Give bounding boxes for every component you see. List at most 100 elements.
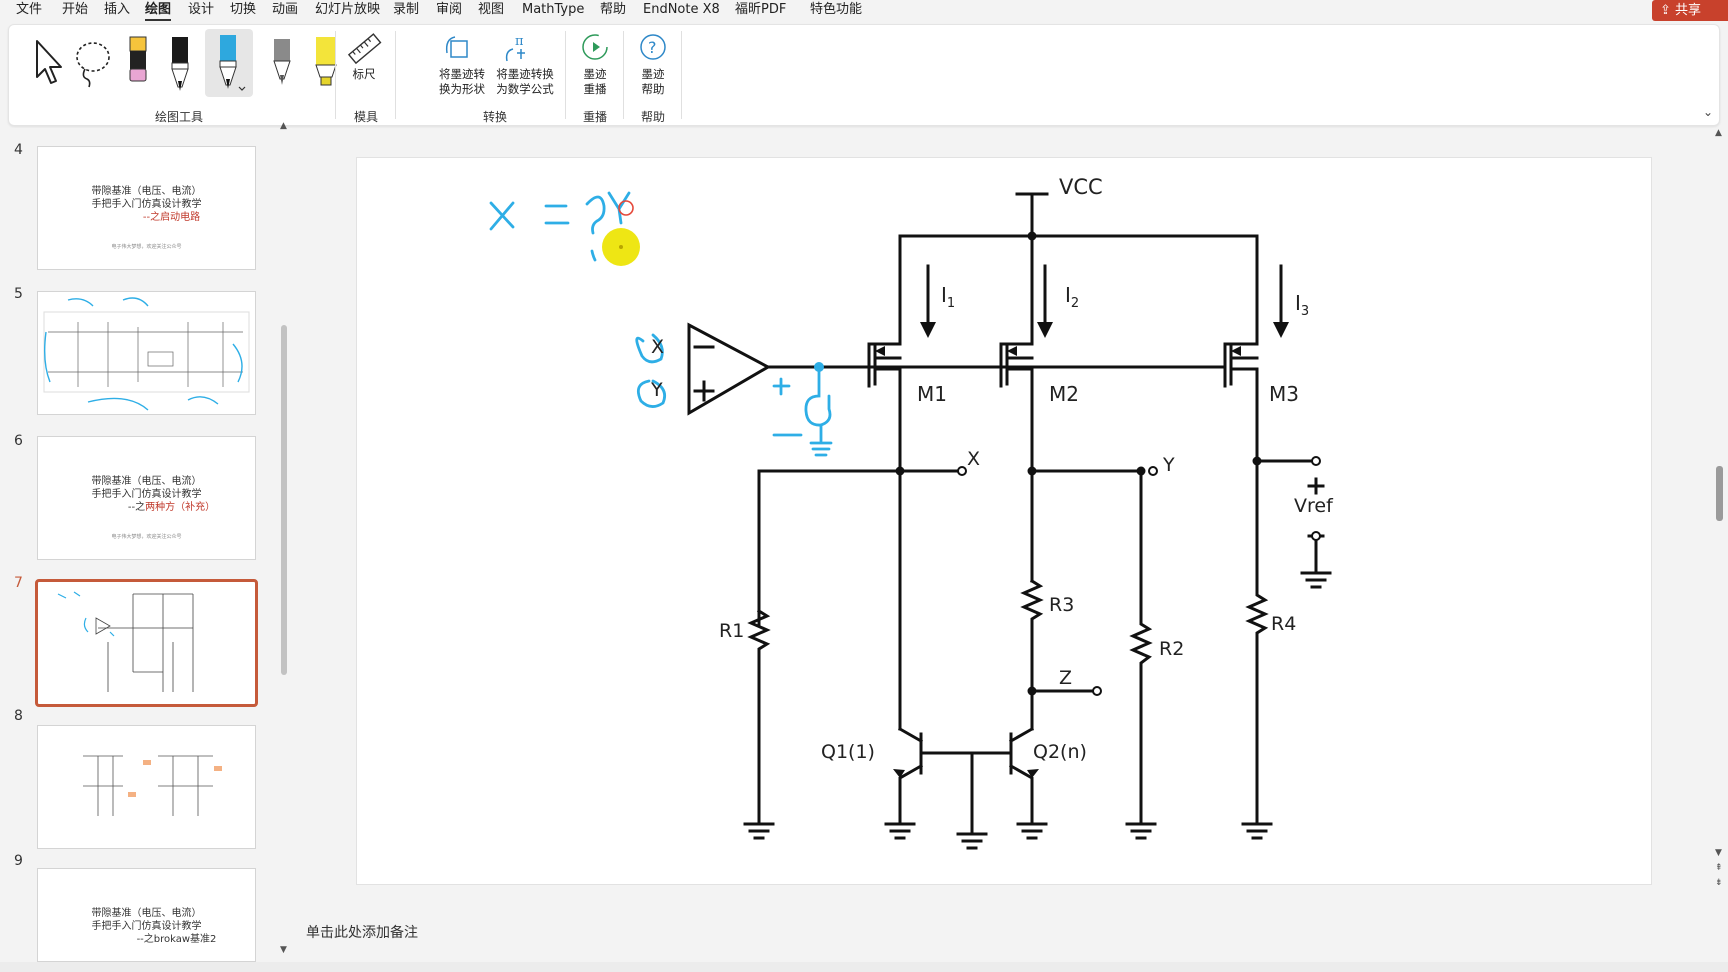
group-label-stencils: 模具 xyxy=(353,110,378,124)
slide-number: 4 xyxy=(14,142,23,158)
opamp-plus-input-label: Y xyxy=(651,379,663,401)
menu-slideshow[interactable]: 幻灯片放映 xyxy=(315,2,381,17)
node-x-label: X xyxy=(967,448,981,470)
ink-replay-label[interactable]: 墨迹重播 xyxy=(583,67,607,96)
thumb-subtitle: --之brokaw基准2 xyxy=(136,934,217,945)
r3-label: R3 xyxy=(1049,594,1075,616)
slide-thumbnail-5[interactable] xyxy=(37,291,256,415)
thumb-circuit-drawing xyxy=(43,297,250,411)
scroll-down-icon[interactable]: ▼ xyxy=(280,945,287,955)
r1-label: R1 xyxy=(719,620,745,642)
menu-review[interactable]: 审阅 xyxy=(436,2,463,17)
blue-pen-icon[interactable] xyxy=(205,29,253,97)
ink-to-shape-label[interactable]: 将墨迹转换为形状 xyxy=(439,67,485,96)
thumb-title: 手把手入门仿真设计教学 xyxy=(91,199,202,210)
ink-help-icon[interactable]: ? xyxy=(635,31,671,65)
select-arrow-icon[interactable] xyxy=(23,31,67,95)
thumbnail-scrollbar[interactable]: ▲ ▼ xyxy=(280,121,288,961)
ink-to-shape-icon[interactable] xyxy=(441,31,477,65)
draw-ribbon: 绘图工具 标尺 模具 将墨迹转换为形状 π 将墨迹转换为数学公式 转换 墨迹重播… xyxy=(8,24,1720,126)
slide-number: 5 xyxy=(14,286,23,302)
menu-help[interactable]: 帮助 xyxy=(600,2,627,17)
i2-label: I2 xyxy=(1065,283,1080,311)
pencil-icon[interactable] xyxy=(261,31,305,95)
menu-mathtype[interactable]: MathType xyxy=(522,2,585,17)
highlighter-icon[interactable] xyxy=(305,31,349,95)
notes-placeholder[interactable]: 单击此处添加备注 xyxy=(306,925,418,941)
group-separator xyxy=(335,31,336,119)
ink-replay-icon[interactable] xyxy=(577,31,613,65)
i1-label: I1 xyxy=(941,283,956,311)
menu-home[interactable]: 开始 xyxy=(62,2,89,17)
main-scrollbar[interactable]: ▲ ▼ ⇞ ⇟ xyxy=(1712,128,1728,962)
menu-endnote[interactable]: EndNote X8 xyxy=(643,2,720,17)
vcc-label: VCC xyxy=(1059,175,1103,199)
thumb-circuit-drawing xyxy=(57,591,194,692)
scroll-down-icon[interactable]: ▼ xyxy=(1715,848,1722,858)
group-label-help: 帮助 xyxy=(640,110,665,124)
vref-label: Vref xyxy=(1294,495,1333,517)
m1-label: M1 xyxy=(917,382,947,406)
menu-transitions[interactable]: 切换 xyxy=(230,2,257,17)
slide-canvas[interactable]: VCC I1 I2 I3 M1 M2 M3 X Y X Y Z R1 R3 R2… xyxy=(356,157,1652,885)
group-separator xyxy=(681,31,682,119)
group-label-replay: 重播 xyxy=(582,110,607,124)
slide-thumbnail-8[interactable] xyxy=(37,725,256,849)
thumb-title: 带隙基准（电压、电流） xyxy=(91,186,202,197)
menu-features[interactable]: 特色功能 xyxy=(810,2,863,17)
thumb-title: 手把手入门仿真设计教学 xyxy=(91,489,202,500)
black-pen-icon[interactable] xyxy=(159,31,203,95)
slide-number: 8 xyxy=(14,708,23,724)
share-icon: ⇪ xyxy=(1660,3,1676,18)
share-button[interactable]: ⇪ 共享 xyxy=(1652,0,1728,21)
menu-view[interactable]: 视图 xyxy=(478,2,505,17)
next-slide-icon[interactable]: ⇟ xyxy=(1715,878,1723,888)
group-label-convert: 转换 xyxy=(482,110,507,124)
group-separator xyxy=(565,31,566,119)
opamp-minus-input-label: X xyxy=(651,336,665,358)
node-z-label: Z xyxy=(1059,667,1073,689)
thumb-title: 手把手入门仿真设计教学 xyxy=(91,921,202,932)
slide-thumbnail-4[interactable]: 带隙基准（电压、电流） 手把手入门仿真设计教学 --之启动电路 电子伟大梦想，欢… xyxy=(37,146,256,270)
prev-slide-icon[interactable]: ⇞ xyxy=(1715,863,1723,873)
ruler-icon[interactable] xyxy=(345,31,385,95)
scroll-up-icon[interactable]: ▲ xyxy=(1715,128,1722,138)
ruler-button-label[interactable]: 标尺 xyxy=(352,67,376,81)
thumb-title: 带隙基准（电压、电流） xyxy=(91,908,202,919)
slide-thumbnail-9[interactable]: 带隙基准（电压、电流） 手把手入门仿真设计教学 --之brokaw基准2 xyxy=(37,868,256,962)
menu-animations[interactable]: 动画 xyxy=(272,2,299,17)
m2-label: M2 xyxy=(1049,382,1079,406)
collapse-ribbon-icon[interactable]: ⌄ xyxy=(1703,105,1714,119)
ink-to-math-label[interactable]: 将墨迹转换为数学公式 xyxy=(496,67,554,96)
menu-draw[interactable]: 绘图 xyxy=(145,2,172,21)
status-bar xyxy=(0,962,1728,972)
scroll-thumb[interactable] xyxy=(281,325,287,675)
thumb-footer: 电子伟大梦想，欢迎关注公众号 xyxy=(111,534,182,540)
menu-bar: 文件 开始 插入 绘图 设计 切换 动画 幻灯片放映 录制 审阅 视图 Math… xyxy=(0,0,1728,22)
menu-foxit-pdf[interactable]: 福昕PDF xyxy=(735,2,787,17)
group-separator xyxy=(623,31,624,119)
speaker-notes-area[interactable]: 单击此处添加备注 xyxy=(292,900,1702,962)
scroll-thumb[interactable] xyxy=(1716,466,1723,521)
menu-record[interactable]: 录制 xyxy=(393,2,420,17)
group-label-drawing-tools: 绘图工具 xyxy=(154,110,203,124)
slide-thumbnail-6[interactable]: 带隙基准（电压、电流） 手把手入门仿真设计教学 --之两种方（补充） 电子伟大梦… xyxy=(37,436,256,560)
node-y-label: Y xyxy=(1163,454,1175,476)
menu-file[interactable]: 文件 xyxy=(16,2,43,17)
ink-help-label[interactable]: 墨迹帮助 xyxy=(641,67,665,96)
q2-label: Q2(n) xyxy=(1033,741,1087,763)
slide-number: 6 xyxy=(14,433,23,449)
slide-thumbnail-7[interactable] xyxy=(35,579,258,707)
scroll-up-icon[interactable]: ▲ xyxy=(280,121,287,131)
eraser-icon[interactable] xyxy=(117,31,161,95)
circuit-schematic xyxy=(489,191,1332,850)
r2-label: R2 xyxy=(1159,638,1185,660)
menu-insert[interactable]: 插入 xyxy=(104,2,131,17)
r4-label: R4 xyxy=(1271,613,1297,635)
menu-design[interactable]: 设计 xyxy=(188,2,215,17)
ink-to-math-icon[interactable]: π xyxy=(499,31,535,65)
slide-thumbnail-panel: 4 带隙基准（电压、电流） 手把手入门仿真设计教学 --之启动电路 电子伟大梦想… xyxy=(0,128,292,962)
lasso-select-icon[interactable] xyxy=(71,31,115,95)
svg-text:?: ? xyxy=(648,38,657,57)
slide-number: 7 xyxy=(14,575,23,591)
